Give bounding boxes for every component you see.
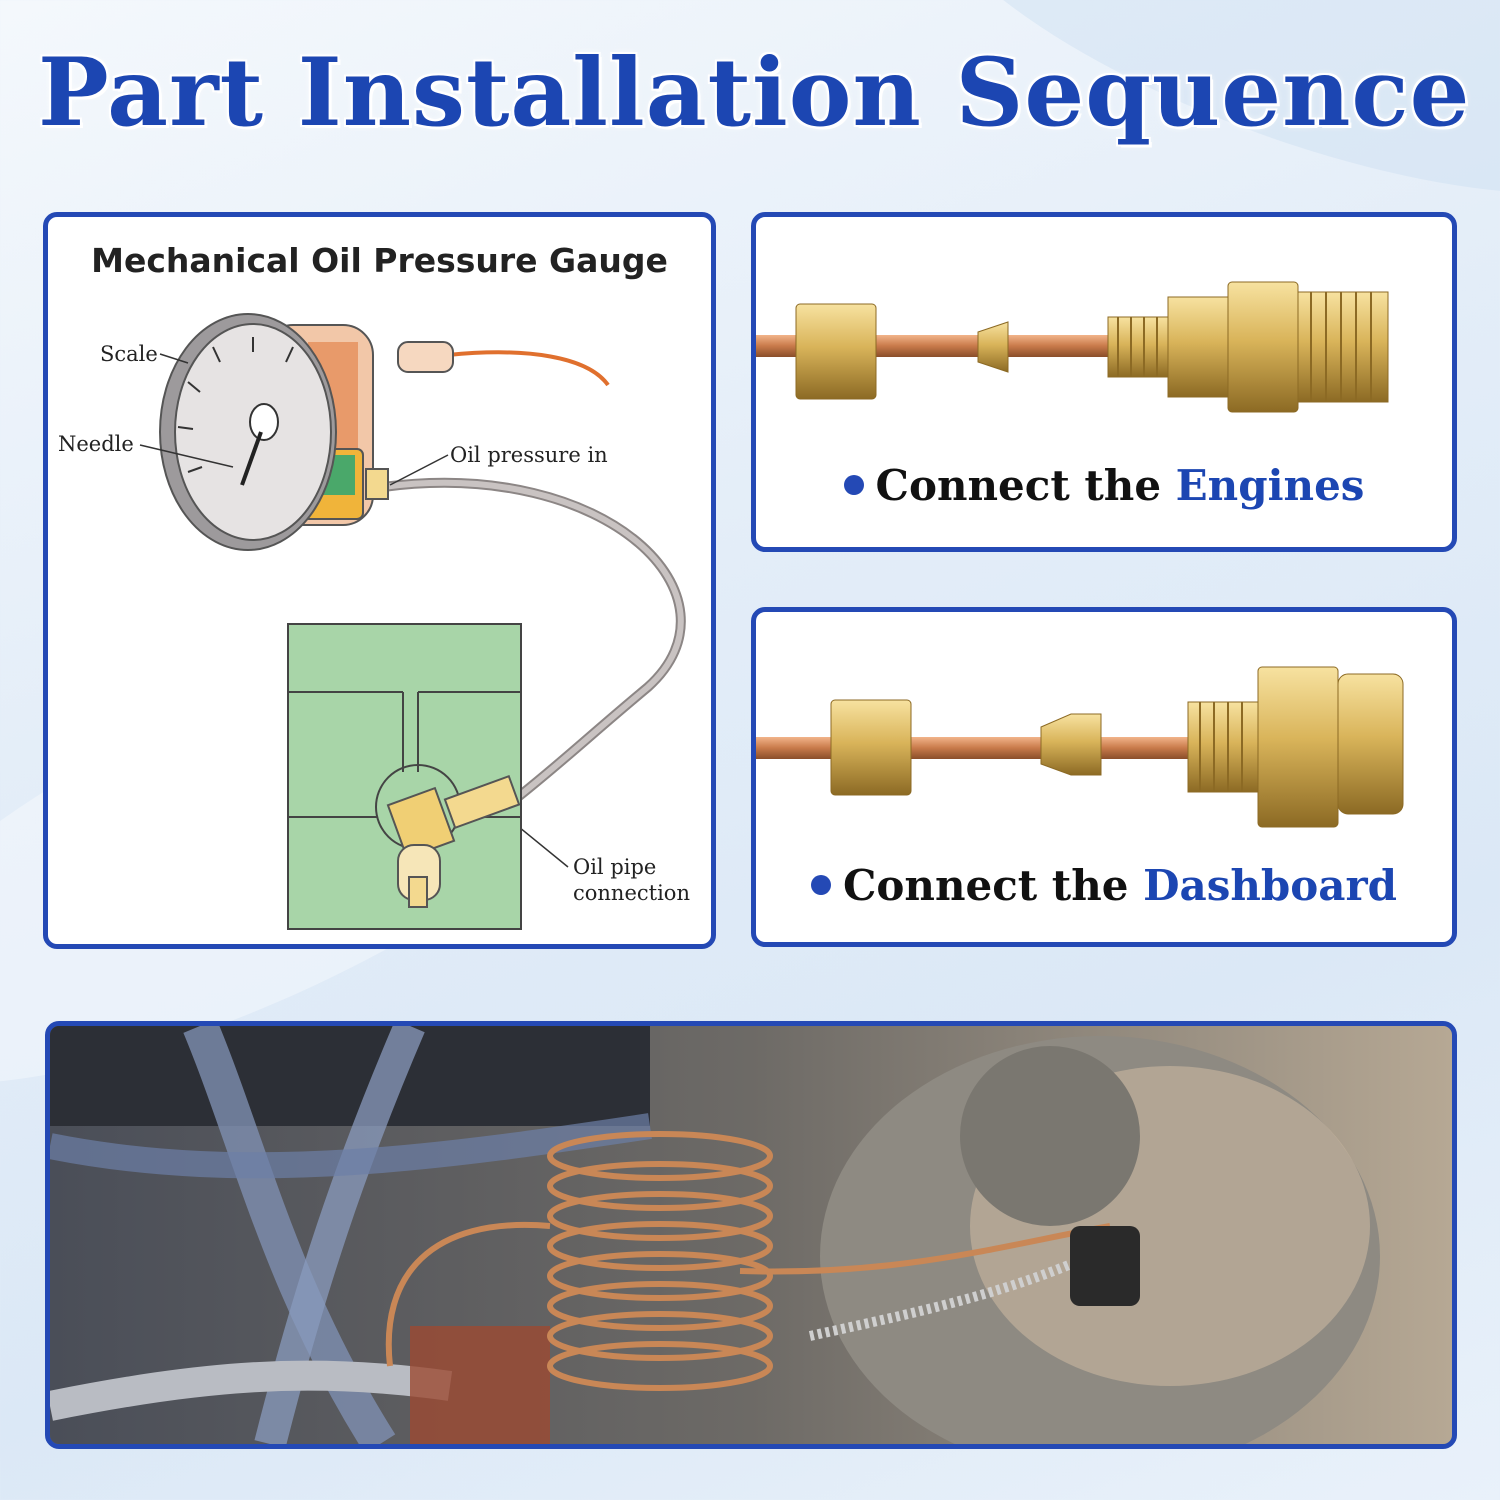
diagram-title: Mechanical Oil Pressure Gauge <box>91 241 668 280</box>
engine-step-highlight: Engines <box>1175 461 1365 510</box>
engine-step-prefix: Connect the <box>875 461 1176 510</box>
page-title: Part Installation Sequence <box>38 38 1471 148</box>
dashboard-fitting-illustration <box>756 666 1404 828</box>
oil-pipe-connection-label: Oil pipe connection <box>573 854 690 907</box>
thread-lines <box>1117 292 1372 402</box>
dashboard-connection-panel: Connect the Dashboard <box>751 607 1457 947</box>
thread-lines <box>1199 702 1243 792</box>
bullet-icon <box>843 475 864 495</box>
engine-bay-photo <box>45 1021 1457 1449</box>
engine-bay-copper-coil-photo <box>50 1026 1452 1444</box>
gauge-diagram-illustration <box>139 313 686 930</box>
bullet-icon <box>810 875 831 895</box>
engine-connection-panel: Connect the Engines <box>751 212 1457 552</box>
engine-fitting-illustration <box>756 281 1389 413</box>
oil-pipe-label-line2: connection <box>573 881 690 906</box>
oil-pressure-in-label: Oil pressure in <box>450 443 608 467</box>
dashboard-step-highlight: Dashboard <box>1143 861 1398 910</box>
scale-label: Scale <box>100 342 158 366</box>
oil-pipe-label-line1: Oil pipe <box>573 855 657 879</box>
needle-label: Needle <box>58 432 134 456</box>
engine-step-caption: Connect the Engines <box>756 461 1452 510</box>
dashboard-step-caption: Connect the Dashboard <box>756 861 1452 910</box>
gauge-diagram-panel: Mechanical Oil Pressure Gauge <box>43 212 716 949</box>
dashboard-step-prefix: Connect the <box>842 861 1144 910</box>
